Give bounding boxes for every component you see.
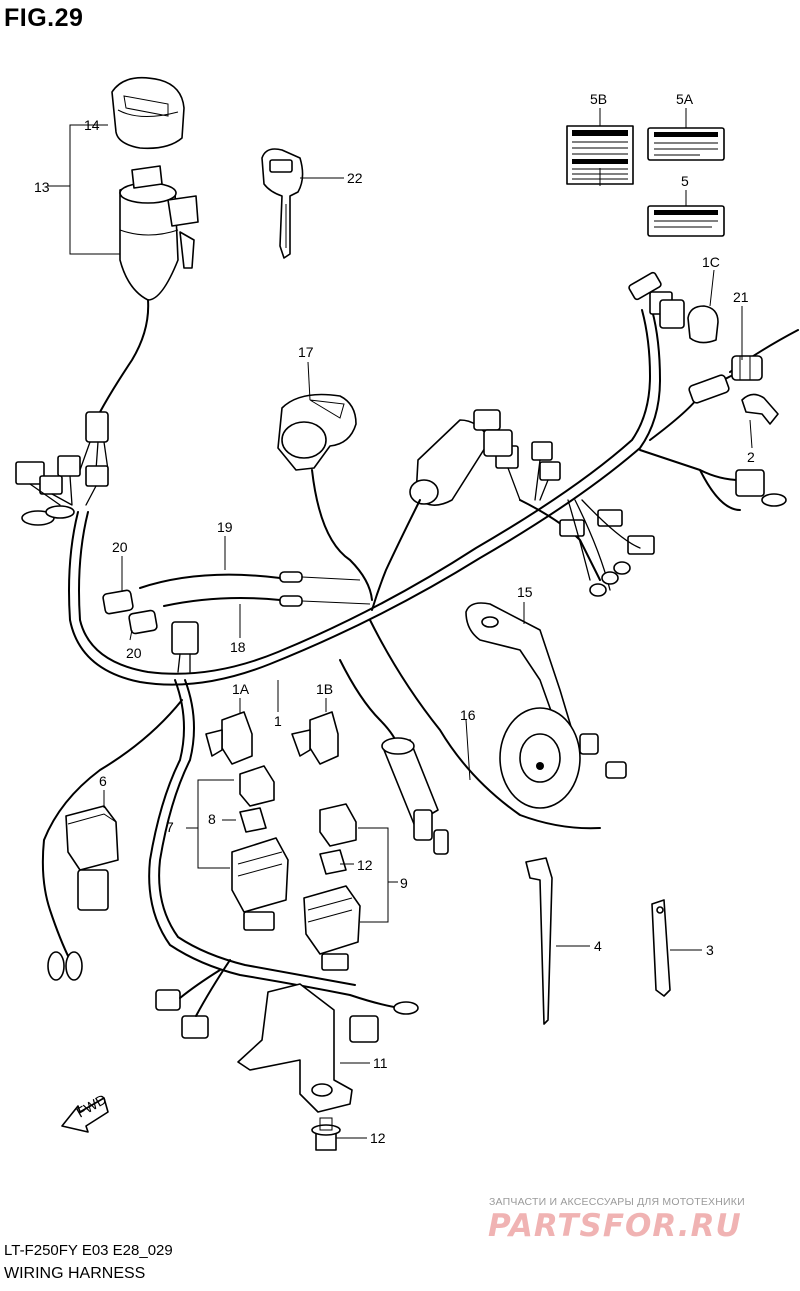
part-1b-relay <box>291 711 339 765</box>
part-7-fuse-holder <box>231 765 289 931</box>
callout-22: 22 <box>347 170 363 186</box>
callout-4: 4 <box>594 938 602 954</box>
figure-title: FIG.29 <box>4 4 84 32</box>
figure-code: LT-F250FY E03 E28_029 <box>4 1242 173 1259</box>
callout-19: 19 <box>217 519 233 535</box>
part-21-connector <box>731 355 763 381</box>
callout-12: 12 <box>370 1130 386 1146</box>
callout-14: 14 <box>84 117 100 133</box>
part-1-main-harness <box>41 309 741 1009</box>
callout-18: 18 <box>230 639 246 655</box>
callout-20-lower: 20 <box>126 645 142 661</box>
callout-1a: 1A <box>232 681 250 697</box>
callout-1c: 1C <box>702 254 720 270</box>
callout-labels: 14 13 22 5B 5A 5 1C 21 2 17 19 20 18 20 … <box>34 91 755 1146</box>
callout-8: 8 <box>208 811 216 827</box>
watermark-logo: PARTSFOR.RU <box>488 1208 742 1244</box>
part-16-horn <box>499 707 627 809</box>
callout-21: 21 <box>733 289 749 305</box>
part-11-bracket <box>237 983 353 1113</box>
callout-3: 3 <box>706 942 714 958</box>
part-10-fuse <box>319 849 347 875</box>
harness-connectors <box>15 271 799 597</box>
part-8-fuse <box>239 807 267 833</box>
callout-1: 1 <box>274 713 282 729</box>
callout-11: 11 <box>373 1055 388 1071</box>
part-3-clamp <box>651 899 671 997</box>
relay-small <box>171 621 199 673</box>
callout-5: 5 <box>681 173 689 189</box>
condenser-unit <box>381 737 449 855</box>
part-1c-cap <box>687 305 719 344</box>
part-22-key <box>261 148 304 259</box>
callout-17: 17 <box>298 344 314 360</box>
figure-caption: WIRING HARNESS <box>4 1265 146 1282</box>
part-9-fuse-holder <box>303 803 361 971</box>
callout-2: 2 <box>747 449 755 465</box>
part-5a-caution-label <box>647 127 725 161</box>
part-20-cap-lower <box>128 609 158 635</box>
part-6-relay <box>47 805 119 981</box>
callout-1b: 1B <box>316 681 333 697</box>
watermark-tagline: ЗАПЧАСТИ И АКСЕССУАРЫ ДЛЯ МОТОТЕХНИКИ <box>489 1196 745 1208</box>
fwd-arrow: FWD <box>61 1091 109 1133</box>
leader-lines <box>48 108 753 1139</box>
callout-20-upper: 20 <box>112 539 128 555</box>
ignition-coil <box>371 409 513 611</box>
part-17-switch <box>277 393 373 601</box>
part-2-clamp <box>741 393 779 425</box>
part-4-cable-tie <box>525 857 553 1025</box>
part-12-bolt <box>311 1117 341 1151</box>
part-19-wire <box>139 571 361 589</box>
callout-7: 7 <box>166 819 174 835</box>
callout-15: 15 <box>517 584 533 600</box>
part-5-caution-label <box>647 205 725 237</box>
callout-5b: 5B <box>590 91 607 107</box>
callout-10: 12 <box>357 857 373 873</box>
part-1a-relay <box>205 711 253 765</box>
callout-16: 16 <box>460 707 476 723</box>
lower-branch-connectors <box>155 959 419 1043</box>
callout-13: 13 <box>34 179 50 195</box>
part-13-ignition-switch <box>79 165 199 471</box>
callout-6: 6 <box>99 773 107 789</box>
callout-9: 9 <box>400 875 408 891</box>
part-20-cap-upper <box>102 589 134 615</box>
callout-5a: 5A <box>676 91 694 107</box>
part-14-ignition-cap <box>111 76 185 150</box>
part-18-wire <box>163 595 371 607</box>
